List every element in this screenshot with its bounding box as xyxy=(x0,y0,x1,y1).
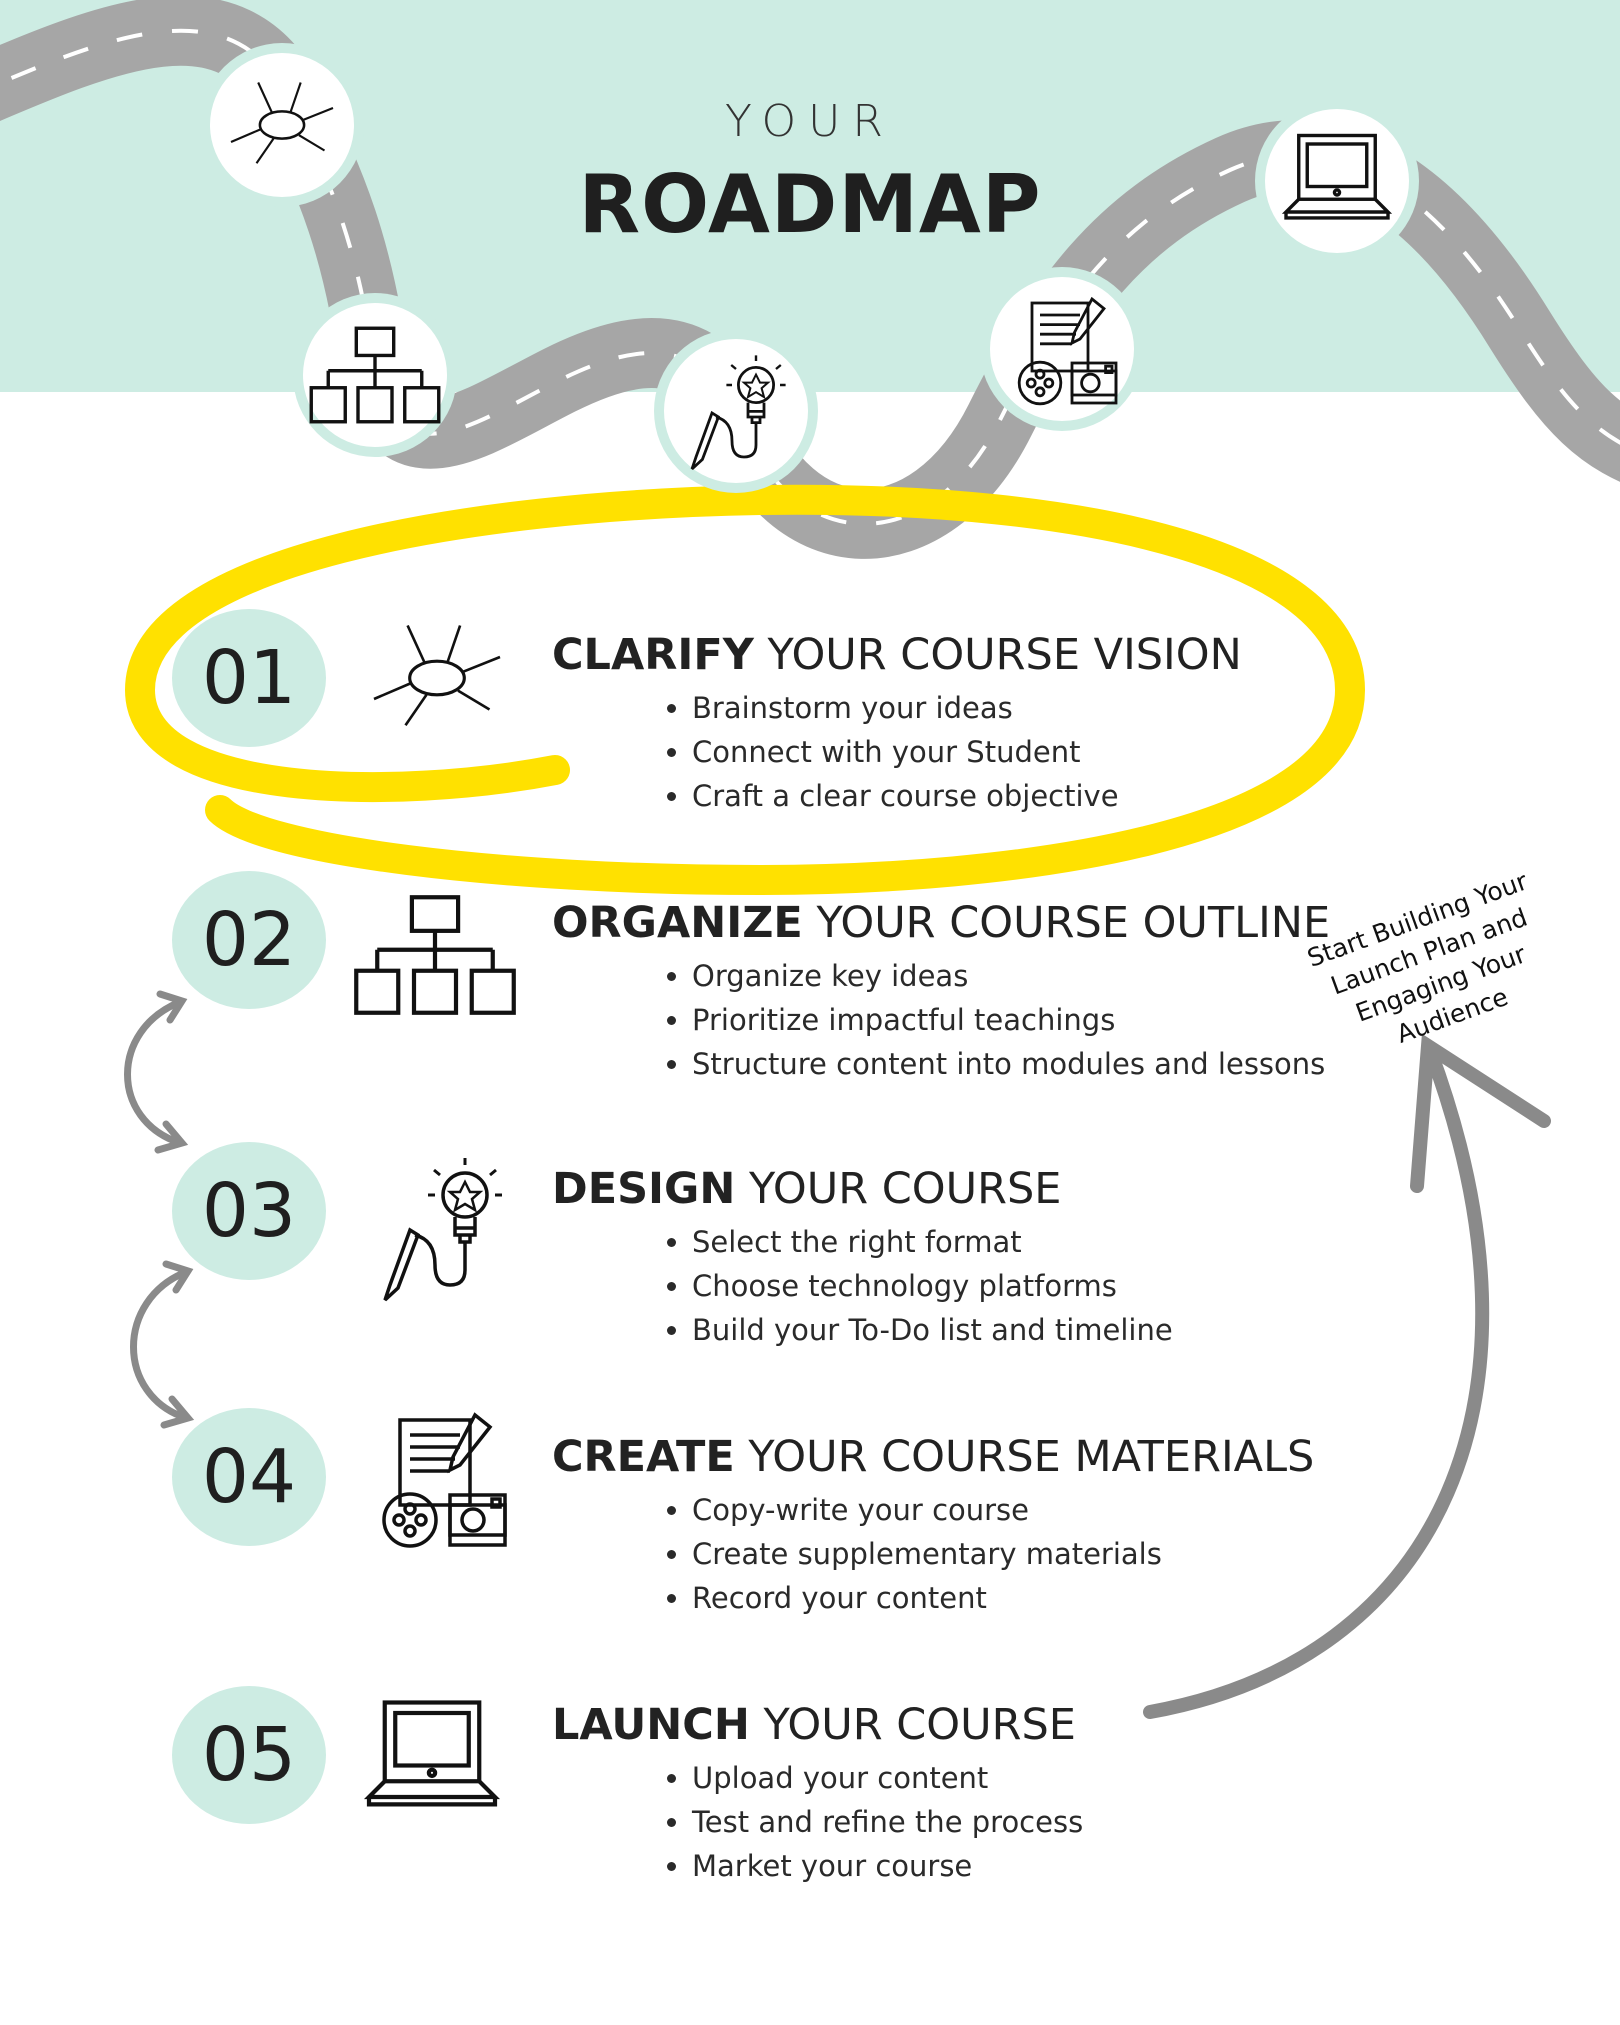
road-stop-2 xyxy=(293,293,457,457)
step-heading-5: LAUNCH YOUR COURSE xyxy=(552,1700,1076,1750)
heading-bold: ORGANIZE xyxy=(552,898,803,948)
step-heading-1: CLARIFY YOUR COURSE VISION xyxy=(552,630,1242,680)
content-media-icon xyxy=(382,1413,507,1548)
road-stop-5 xyxy=(1255,99,1419,263)
bullet: Build your To-Do list and timeline xyxy=(692,1308,1173,1352)
bullet: Organize key ideas xyxy=(692,954,1325,998)
bullet: Prioritize impactful teachings xyxy=(692,998,1325,1042)
bullet: Test and refine the process xyxy=(692,1800,1083,1844)
step-heading-4: CREATE YOUR COURSE MATERIALS xyxy=(552,1432,1314,1482)
step-bullets-3: Select the right format Choose technolog… xyxy=(660,1220,1173,1352)
step-number-1: 01 xyxy=(172,609,326,747)
road-stop-4 xyxy=(980,267,1144,431)
heading-bold: CLARIFY xyxy=(552,630,754,680)
step-number-2: 02 xyxy=(172,871,326,1009)
laptop-icon xyxy=(369,1703,495,1805)
step-bullets-4: Copy-write your course Create supplement… xyxy=(660,1488,1162,1620)
heading-rest: YOUR COURSE MATERIALS xyxy=(748,1432,1315,1482)
bullet: Connect with your Student xyxy=(692,730,1119,774)
bullet: Choose technology platforms xyxy=(692,1264,1173,1308)
bullet: Structure content into modules and lesso… xyxy=(692,1042,1325,1086)
bullet: Create supplementary materials xyxy=(692,1532,1162,1576)
step-number-5: 05 xyxy=(172,1686,326,1824)
road-stop-3 xyxy=(654,329,818,493)
title-small: YOUR xyxy=(725,96,895,147)
bullet: Brainstorm your ideas xyxy=(692,686,1119,730)
page-title: ROADMAP xyxy=(578,158,1042,251)
big-return-arrow-icon xyxy=(1143,1033,1551,1719)
heading-bold: LAUNCH xyxy=(552,1700,750,1750)
bullet: Craft a clear course objective xyxy=(692,774,1119,818)
step-number-4: 04 xyxy=(172,1408,326,1546)
mind-map-icon xyxy=(372,623,502,727)
step-bullets-1: Brainstorm your ideas Connect with your … xyxy=(660,686,1119,818)
bullet: Record your content xyxy=(692,1576,1162,1620)
heading-rest: YOUR COURSE xyxy=(763,1700,1076,1750)
step-bullets-2: Organize key ideas Prioritize impactful … xyxy=(660,954,1325,1086)
heading-rest: YOUR COURSE xyxy=(749,1164,1062,1214)
bullet: Copy-write your course xyxy=(692,1488,1162,1532)
heading-rest: YOUR COURSE OUTLINE xyxy=(816,898,1331,948)
double-arrow-icon xyxy=(130,1260,195,1429)
heading-bold: DESIGN xyxy=(552,1164,736,1214)
double-arrow-icon xyxy=(124,990,189,1154)
pencil-lightbulb-icon xyxy=(383,1156,504,1302)
bullet: Market your course xyxy=(692,1844,1083,1888)
bullet: Select the right format xyxy=(692,1220,1173,1264)
yellow-highlight-circle xyxy=(124,484,1366,896)
org-chart-icon xyxy=(356,897,514,1013)
bullet: Upload your content xyxy=(692,1756,1083,1800)
step-number-3: 03 xyxy=(172,1142,326,1280)
road-stop-1 xyxy=(200,43,364,207)
step-heading-3: DESIGN YOUR COURSE xyxy=(552,1164,1061,1214)
step-heading-2: ORGANIZE YOUR COURSE OUTLINE xyxy=(552,898,1330,948)
step-bullets-5: Upload your content Test and refine the … xyxy=(660,1756,1083,1888)
heading-bold: CREATE xyxy=(552,1432,735,1482)
heading-rest: YOUR COURSE VISION xyxy=(767,630,1242,680)
